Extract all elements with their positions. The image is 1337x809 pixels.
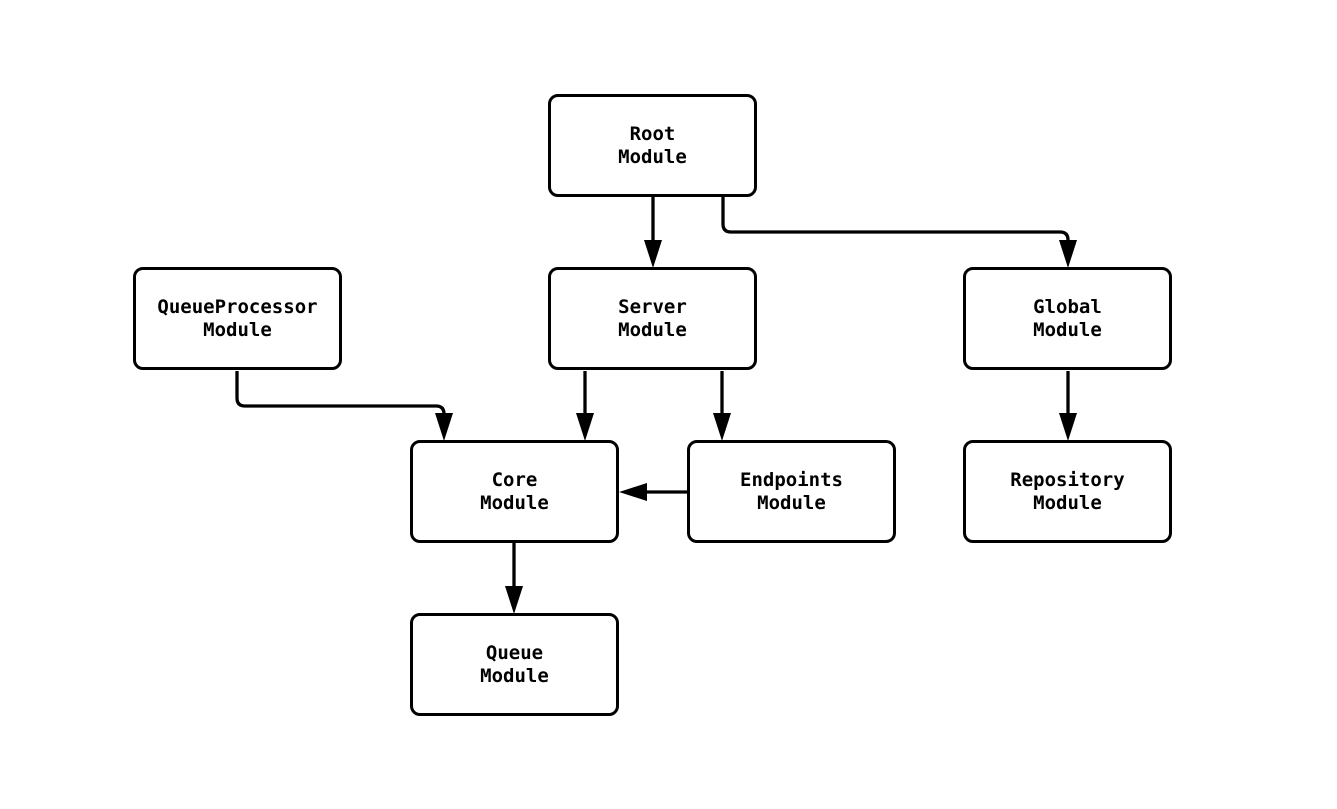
node-repository-module: Repository Module (963, 440, 1172, 543)
node-server-module-label: Server Module (618, 295, 687, 341)
node-queue-module-label: Queue Module (480, 641, 549, 687)
edge-queueprocessor-to-core (235, 371, 453, 441)
node-endpoints-module-label: Endpoints Module (740, 468, 843, 514)
node-queue-module: Queue Module (410, 613, 619, 716)
node-global-module-label: Global Module (1033, 295, 1102, 341)
edge-root-to-global (721, 197, 1077, 268)
node-queueprocessor-module: QueueProcessor Module (133, 267, 342, 370)
node-server-module: Server Module (548, 267, 757, 370)
node-global-module: Global Module (963, 267, 1172, 370)
node-core-module: Core Module (410, 440, 619, 543)
node-core-module-label: Core Module (480, 468, 549, 514)
node-root-module: Root Module (548, 94, 757, 197)
node-repository-module-label: Repository Module (1010, 468, 1125, 514)
node-endpoints-module: Endpoints Module (687, 440, 896, 543)
node-queueprocessor-module-label: QueueProcessor Module (157, 295, 318, 341)
node-root-module-label: Root Module (618, 122, 687, 168)
